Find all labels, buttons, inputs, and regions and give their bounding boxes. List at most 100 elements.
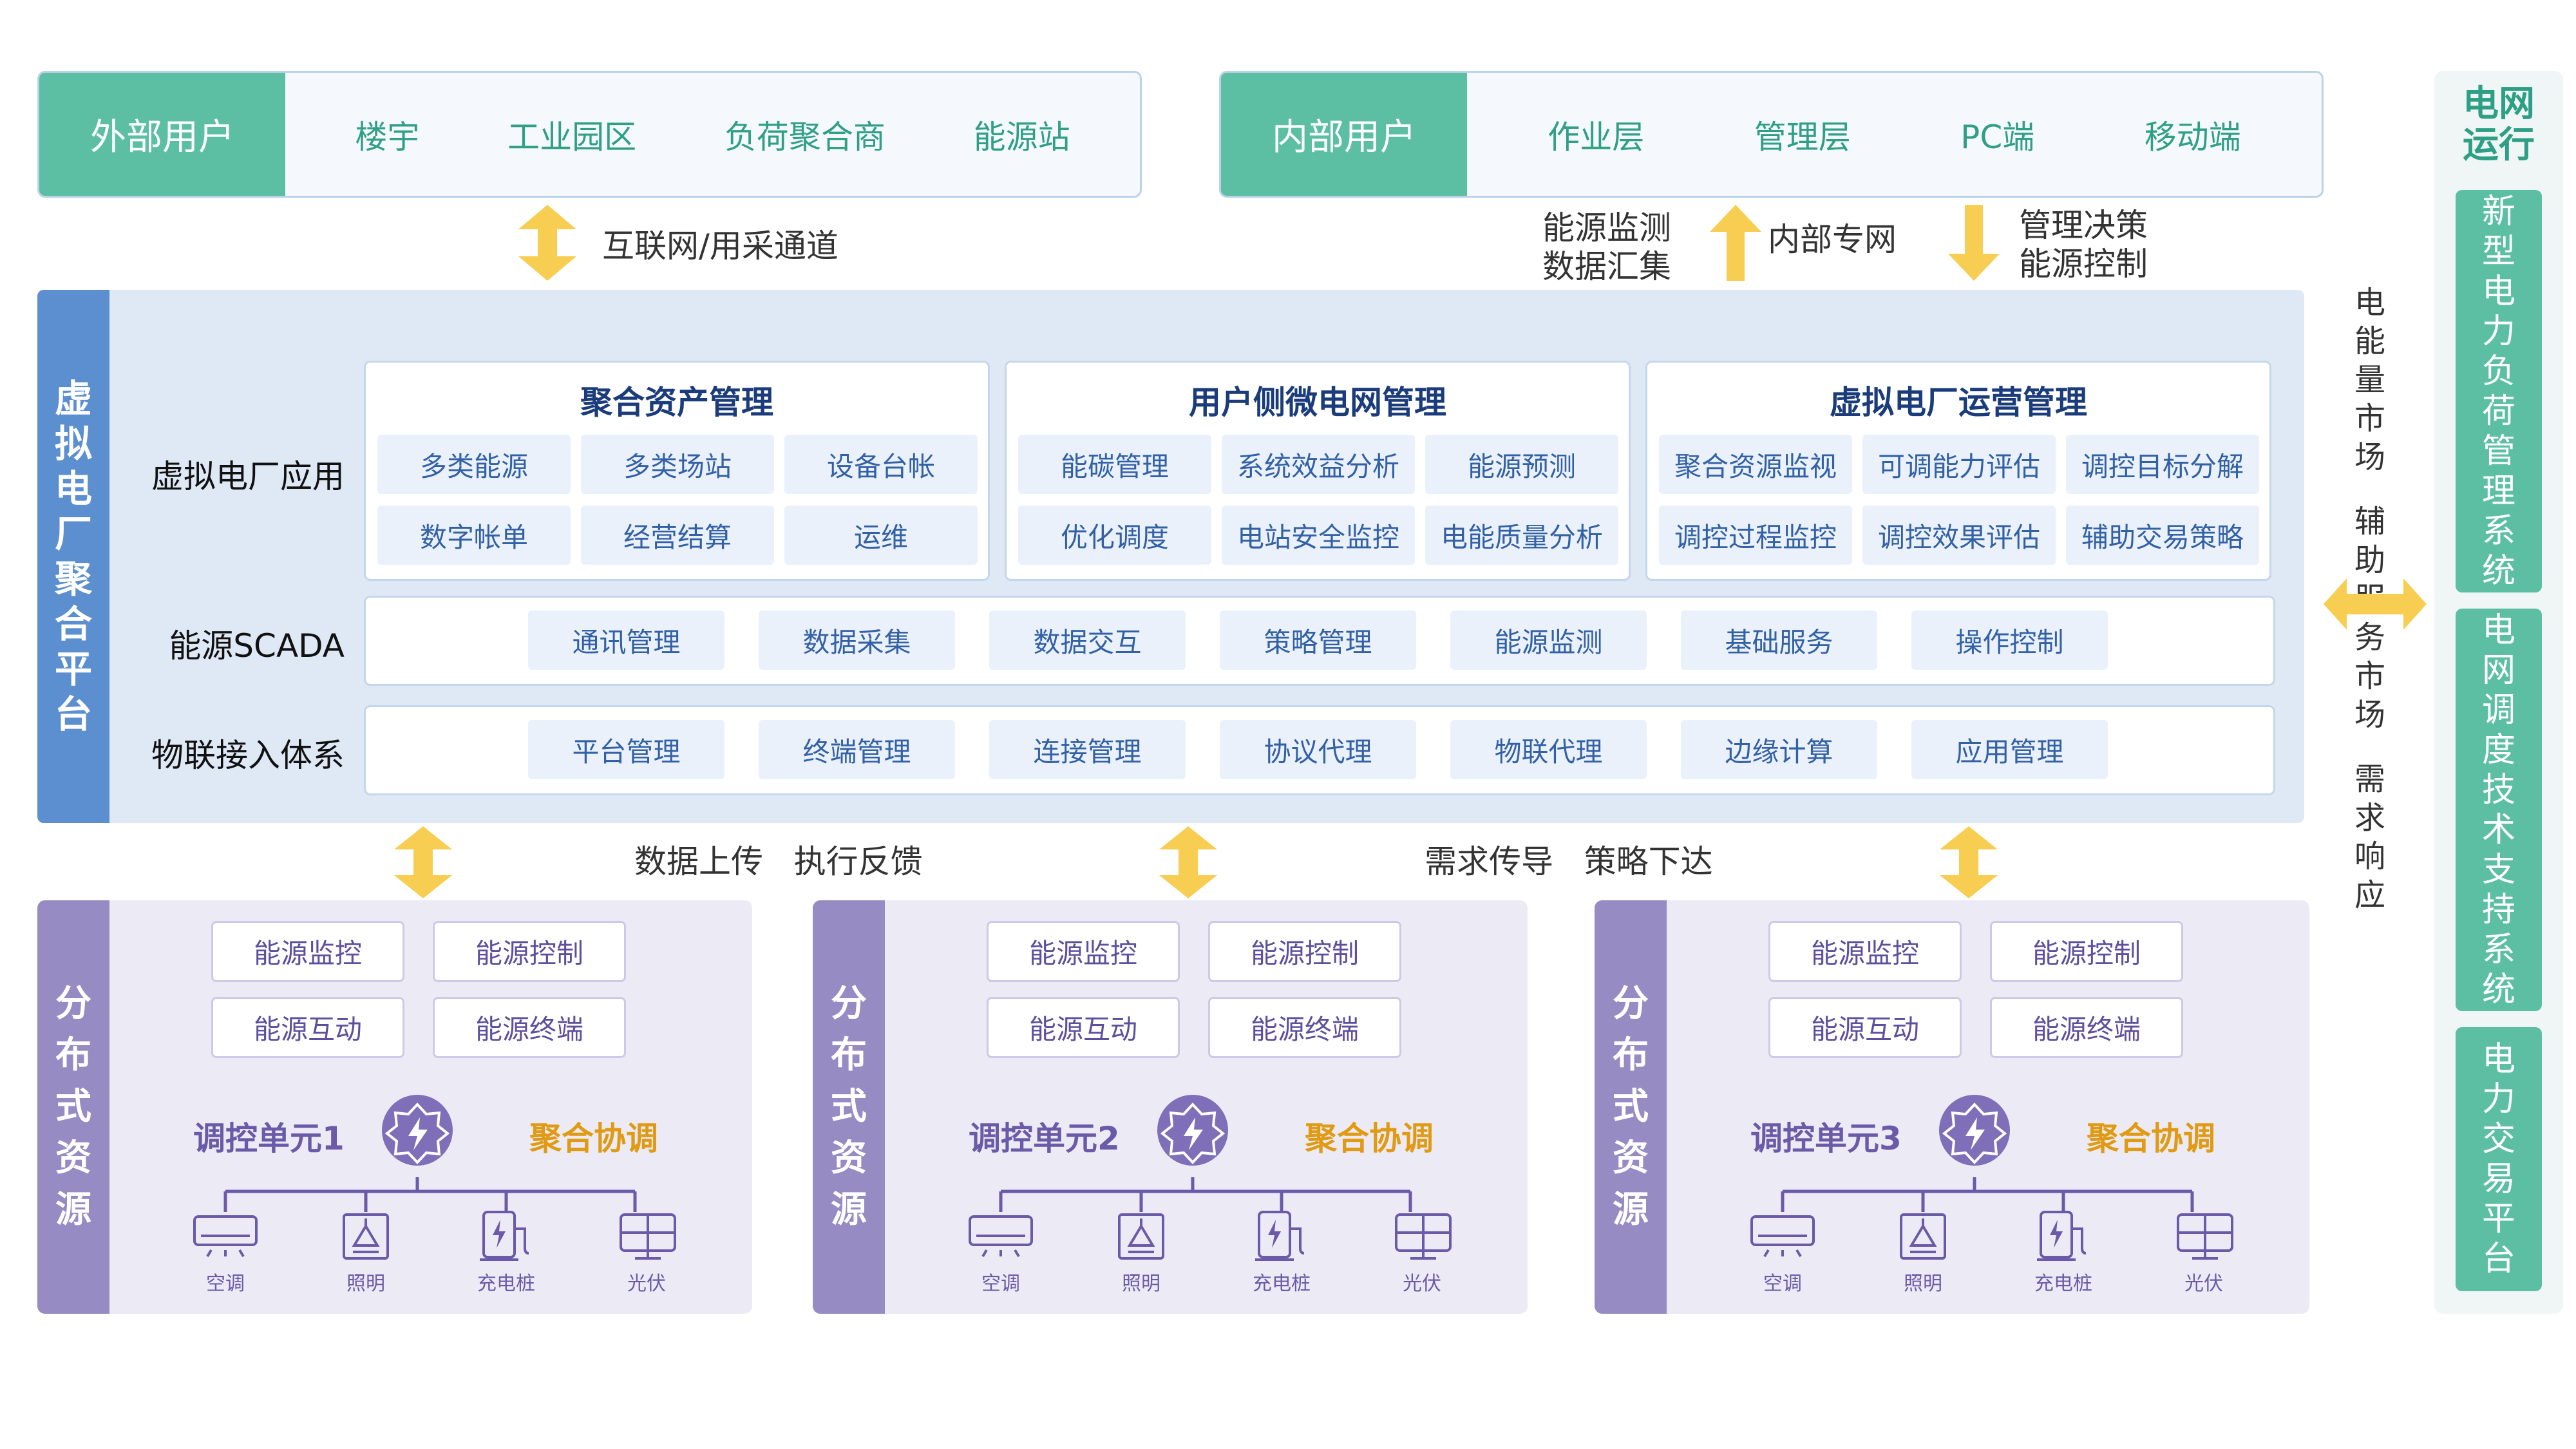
side-char: 分: [1613, 983, 1649, 1025]
internal-users-list: 作业层 管理层 PC端 移动端: [1467, 73, 2322, 196]
card-chip: 能源预测: [1425, 435, 1618, 494]
grid-sys-char: 术: [2481, 810, 2515, 849]
market-char: 市: [2354, 401, 2385, 437]
internal-user-item: 移动端: [2144, 118, 2241, 156]
market-char: 求: [2354, 800, 2385, 836]
side-char: 源: [831, 1189, 867, 1231]
microgrid-management-card: 用户侧微电网管理 能碳管理 系统效益分析 能源预测 优化调度 电站安全监控 电能…: [1005, 361, 1631, 581]
card-chip: 运维: [784, 506, 978, 565]
internal-users-bar: 内部用户 作业层 管理层 PC端 移动端: [1219, 71, 2324, 198]
grid-sys-char: 度: [2481, 730, 2515, 770]
market-char: 助: [2354, 542, 2385, 578]
resource-chip: 能源控制: [433, 921, 626, 982]
resource-side-title: 分 布 式 资 源: [813, 900, 885, 1314]
aggregation-coordination-label: 聚合协调: [1305, 1120, 1434, 1157]
grid-sys-char: 统: [2481, 970, 2515, 1009]
resource-chip: 能源终端: [1990, 997, 2183, 1058]
market-char: 辅: [2354, 504, 2385, 540]
decision-label-1: 管理决策: [2019, 207, 2148, 244]
vpp-operation-card: 虚拟电厂运营管理 聚合资源监视 可调能力评估 调控目标分解 调控过程监控 调控效…: [1645, 361, 2271, 581]
side-char: 式: [55, 1086, 91, 1128]
market-char: 能: [2354, 323, 2385, 359]
grid-sys-char: 技: [2481, 770, 2515, 810]
iot-chip: 应用管理: [1911, 720, 2108, 779]
side-char: 厂: [54, 512, 92, 556]
vpp-platform-side-title: 虚 拟 电 厂 聚 合 平 台: [37, 290, 109, 823]
device-label: 光伏: [627, 1273, 666, 1295]
side-char: 布: [55, 1034, 91, 1076]
lighting-icon: [1118, 1213, 1164, 1260]
data-upload-label: 数据上传 执行反馈: [634, 843, 923, 880]
device-label: 空调: [1763, 1273, 1802, 1295]
device-label: 光伏: [1403, 1273, 1441, 1295]
up-arrow-icon: [1710, 205, 1761, 281]
side-char: 分: [55, 983, 91, 1025]
grid-sys-char: 电: [2481, 1040, 2515, 1079]
grid-sys-char: 统: [2481, 551, 2515, 591]
side-char: 资: [1613, 1137, 1649, 1179]
resource-chip: 能源控制: [1990, 921, 2183, 982]
device-label: 照明: [346, 1273, 385, 1295]
grid-sys-char: 负: [2481, 352, 2515, 391]
side-char: 虚: [54, 377, 92, 421]
grid-sys-char: 调: [2481, 690, 2515, 730]
grid-sys-char: 易: [2481, 1160, 2515, 1198]
iot-chip: 物联代理: [1450, 720, 1647, 779]
resource-chip: 能源互动: [1768, 997, 1962, 1058]
card-chip: 数字帐单: [377, 506, 571, 565]
device-label: 充电桩: [477, 1273, 535, 1295]
grid-sys-char: 交: [2481, 1120, 2515, 1159]
iot-chip: 连接管理: [989, 720, 1186, 779]
device-label: 空调: [206, 1273, 245, 1295]
grid-sys-char: 管: [2481, 431, 2515, 471]
solar-panel-icon: [1395, 1213, 1452, 1260]
down-arrow-icon: [1948, 205, 2000, 281]
external-users-list: 楼宇 工业园区 负荷聚合商 能源站: [285, 73, 1140, 196]
bidirectional-arrow-icon: [518, 205, 576, 281]
internal-user-item: PC端: [1960, 118, 2035, 156]
side-char: 式: [831, 1086, 867, 1128]
internal-user-item: 作业层: [1548, 118, 1645, 156]
market-char: 市: [2354, 658, 2385, 694]
market-char: 务: [2354, 620, 2385, 656]
device-label: 光伏: [2184, 1273, 2223, 1295]
aggregation-coordination-label: 聚合协调: [2087, 1120, 2215, 1157]
external-user-item: 负荷聚合商: [724, 118, 886, 156]
external-user-item: 能源站: [973, 118, 1070, 156]
grid-sys-char: 力: [2481, 312, 2515, 351]
card-chip: 电站安全监控: [1222, 506, 1415, 565]
device-label: 空调: [981, 1273, 1020, 1295]
scada-chip: 策略管理: [1220, 611, 1416, 670]
monitor-label-2: 数据汇集: [1542, 248, 1671, 285]
grid-sys-char: 理: [2481, 471, 2515, 511]
side-char: 拟: [54, 422, 92, 466]
side-char: 分: [831, 983, 867, 1025]
side-char: 资: [55, 1137, 91, 1179]
resource-chip: 能源互动: [211, 997, 404, 1058]
control-unit-label: 调控单元2: [969, 1120, 1120, 1157]
market-char: 响: [2354, 838, 2385, 875]
bidirectional-arrow-icon: [1940, 826, 1998, 898]
side-char: 源: [55, 1189, 91, 1231]
card-chip: 电能质量分析: [1425, 506, 1618, 565]
scada-chip: 数据交互: [989, 611, 1186, 670]
demand-transmit-label: 需求传导 策略下达: [1425, 843, 1713, 880]
side-char: 式: [1613, 1086, 1649, 1128]
grid-sys-char: 电: [2481, 272, 2515, 311]
market-char: 量: [2354, 362, 2385, 398]
market-char: 场: [2354, 439, 2385, 475]
grid-title-line: 电网: [2463, 83, 2535, 125]
charging-pile-icon: [2037, 1211, 2087, 1261]
grid-title-line: 运行: [2463, 124, 2535, 166]
grid-sys-char: 型: [2481, 232, 2515, 271]
bidirectional-arrow-icon: [1159, 826, 1217, 898]
resource-chip: 能源终端: [1208, 997, 1401, 1058]
card-chip: 能碳管理: [1018, 435, 1211, 494]
grid-sys-char: 新: [2481, 192, 2515, 231]
card-chip: 调控效果评估: [1862, 506, 2056, 565]
iot-chip: 协议代理: [1220, 720, 1416, 779]
market-char: 电: [2354, 285, 2385, 321]
horizontal-bidirectional-arrow-icon: [2324, 578, 2427, 630]
device-label: 充电桩: [2034, 1273, 2092, 1295]
grid-sys-char: 平: [2481, 1200, 2515, 1238]
